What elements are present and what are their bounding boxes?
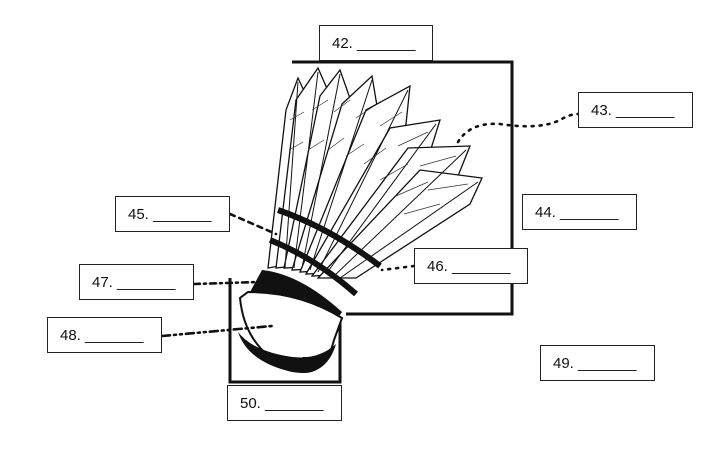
feather-shafts — [284, 71, 479, 279]
outer-frame — [292, 60, 514, 316]
leader-43 — [456, 112, 580, 144]
label-box-43[interactable]: 43. _______ — [578, 92, 693, 128]
shuttlecock-feathers — [267, 66, 483, 279]
label-box-44[interactable]: 44. _______ — [522, 194, 637, 230]
label-box-50[interactable]: 50. _______ — [227, 385, 342, 421]
cork-tip — [238, 332, 336, 373]
leader-lines — [160, 112, 580, 338]
label-box-49[interactable]: 49. _______ — [540, 345, 655, 381]
label-box-42[interactable]: 42. _______ — [319, 25, 433, 61]
label-box-45[interactable]: 45. _______ — [115, 196, 230, 232]
leader-48 — [160, 324, 274, 338]
leader-46 — [380, 264, 416, 272]
label-box-46[interactable]: 46. _______ — [414, 248, 528, 284]
label-box-47[interactable]: 47. _______ — [79, 264, 194, 300]
feather-hatching — [288, 99, 469, 215]
thread-band-upper — [277, 207, 382, 269]
leader-47 — [192, 280, 260, 286]
brand-mark: RSB — [302, 356, 319, 365]
leader-45 — [228, 212, 278, 236]
thread-band-lower — [268, 237, 358, 297]
label-box-48[interactable]: 48. _______ — [47, 317, 162, 353]
